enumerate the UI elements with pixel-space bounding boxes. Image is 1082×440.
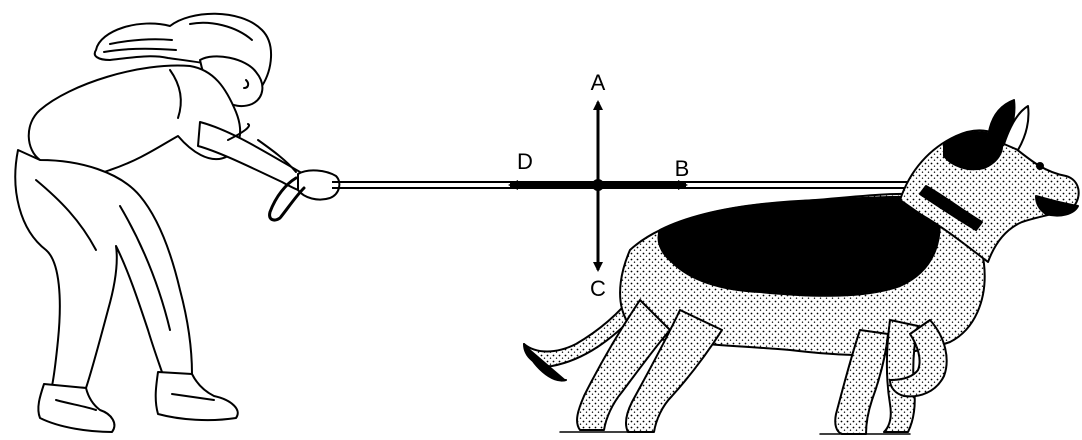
person-figure (14, 12, 341, 433)
dog-saddle (657, 195, 941, 297)
dog-figure (523, 99, 1080, 435)
dog-eye (1036, 162, 1044, 170)
label-d: D (517, 149, 533, 174)
force-origin-dot (592, 179, 604, 191)
dog-hind-leg-front (624, 309, 723, 433)
legs (14, 149, 193, 389)
force-vectors (508, 100, 688, 272)
label-a: A (591, 70, 606, 95)
dog-hind-leg-back (576, 299, 671, 431)
leash-rope (332, 181, 940, 189)
dog-front-leg-raised (889, 319, 948, 398)
dog-mouth (1035, 195, 1079, 217)
left-shoe (37, 383, 116, 433)
label-b: B (675, 156, 690, 181)
leash-handle (268, 176, 306, 222)
dog-front-leg-back (883, 319, 919, 433)
label-c: C (590, 276, 606, 301)
dog-collar (919, 185, 983, 231)
hand (297, 169, 341, 201)
right-shoe (154, 371, 239, 422)
torso (27, 64, 242, 176)
dog-ear-right (1003, 105, 1030, 151)
